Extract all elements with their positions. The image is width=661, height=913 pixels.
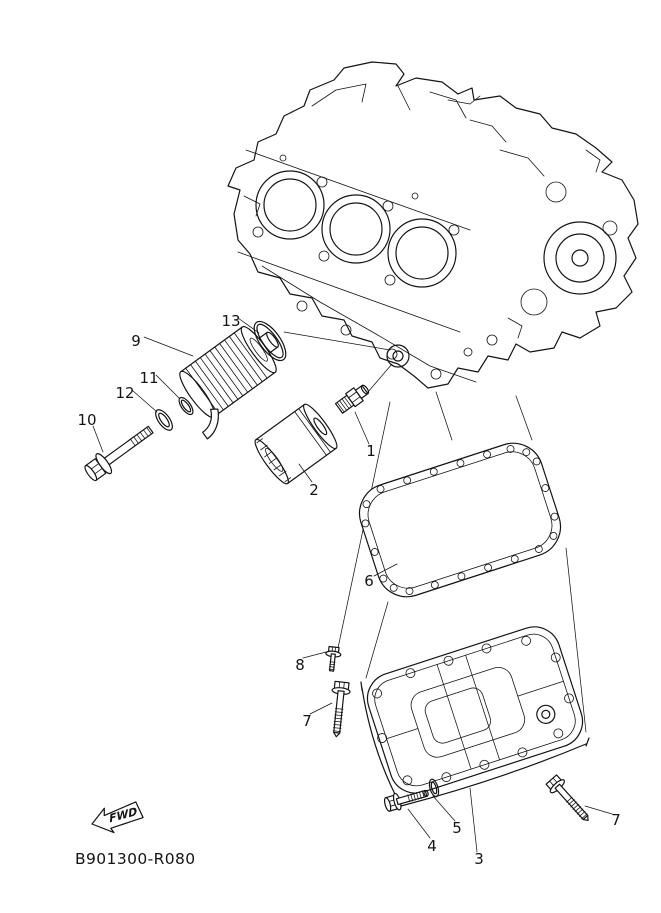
callout-6: 6 bbox=[364, 572, 374, 590]
oil-pan bbox=[366, 626, 584, 794]
callout-5: 5 bbox=[452, 819, 462, 837]
pan-bolt-7-right bbox=[544, 772, 596, 828]
fwd-arrow-outline bbox=[91, 801, 144, 834]
part-code: B901300-R080 bbox=[75, 850, 196, 868]
callout-7-left: 7 bbox=[302, 712, 312, 730]
crankcase-details bbox=[469, 119, 618, 339]
callout-1: 1 bbox=[366, 442, 376, 460]
drain-washer-5 bbox=[428, 778, 440, 798]
callout-12: 12 bbox=[115, 384, 134, 402]
union-bolt-1 bbox=[334, 384, 370, 414]
callout-13: 13 bbox=[221, 312, 240, 330]
callout-10: 10 bbox=[77, 411, 96, 429]
callout-8: 8 bbox=[295, 656, 305, 674]
callout-4: 4 bbox=[427, 837, 437, 855]
callout-9: 9 bbox=[131, 332, 141, 350]
pan-bolt-7-left bbox=[326, 680, 352, 739]
leader-lines bbox=[92, 317, 613, 853]
cooler-pipe bbox=[202, 408, 219, 440]
o-ring-11 bbox=[178, 396, 194, 416]
callouts: 13 9 11 12 10 1 2 6 8 7 4 5 3 7 bbox=[77, 312, 620, 868]
oil-filter bbox=[254, 403, 338, 485]
engine-block bbox=[227, 61, 639, 389]
callout-11: 11 bbox=[139, 369, 158, 387]
fwd-arrow: FWD bbox=[91, 801, 144, 834]
washer-12 bbox=[155, 409, 173, 431]
callout-3: 3 bbox=[474, 850, 484, 868]
callout-7-right: 7 bbox=[611, 811, 621, 829]
cylinder-bores bbox=[255, 170, 457, 288]
drain-bolt-4 bbox=[383, 789, 429, 812]
flange-bolt-8 bbox=[325, 645, 342, 672]
callout-2: 2 bbox=[309, 481, 319, 499]
cooler-bolt-10 bbox=[84, 425, 154, 482]
oil-cooler bbox=[179, 326, 279, 440]
o-ring-13 bbox=[253, 320, 287, 362]
oil-pan-gasket bbox=[358, 442, 562, 598]
filter-mount-boss bbox=[386, 344, 410, 368]
